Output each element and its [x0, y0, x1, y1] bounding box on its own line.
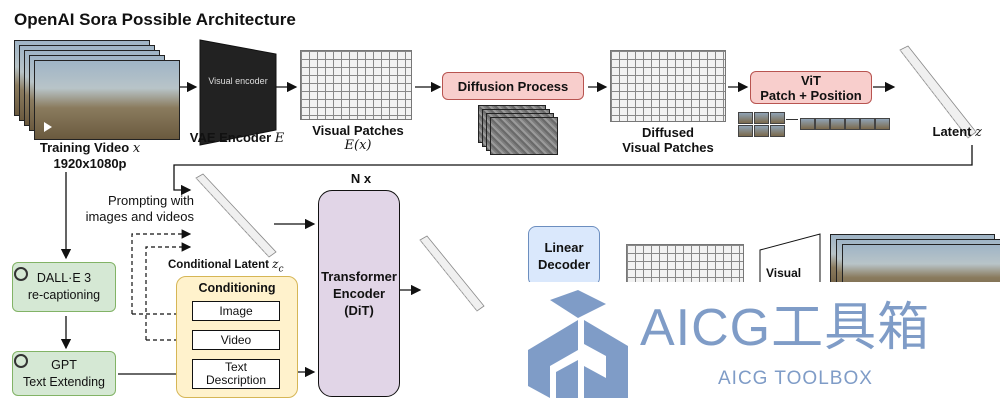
latent-label: Latent z	[932, 124, 982, 140]
training-video-stack	[14, 40, 180, 140]
vit-box: ViT Patch + Position	[750, 71, 872, 104]
training-video-label: Training Video x 1920x1080p	[39, 140, 141, 171]
page-title: OpenAI Sora Possible Architecture	[14, 10, 296, 29]
gpt-text-extending-box: GPT Text Extending	[12, 351, 116, 396]
play-icon	[44, 122, 52, 132]
vae-encoder-inner-label: Visual encoder	[208, 76, 268, 86]
n-x-label: N x	[350, 171, 372, 186]
noise-video-stack	[478, 105, 558, 155]
openai-icon	[14, 354, 28, 368]
latent-strip	[899, 45, 977, 139]
vit-patch-thumbnails	[738, 112, 898, 142]
dalle-recaptioning-box: DALL·E 3 re-captioning	[12, 262, 116, 312]
vae-encoder-label: VAE Encoder E	[189, 130, 285, 146]
diffused-patches-label: Diffused Visual Patches	[622, 125, 714, 155]
output-latent-strip	[419, 235, 485, 312]
dashed-video-prompt	[145, 242, 192, 340]
watermark-subtext: AICG TOOLBOX	[718, 368, 873, 389]
conditional-latent-strip	[195, 173, 277, 258]
linear-decoder-box: Linear Decoder	[528, 226, 600, 286]
visual-patches-label: Visual Patches E(x)	[312, 123, 404, 153]
diffusion-process-box: Diffusion Process	[442, 72, 584, 100]
conditioning-image: Image	[192, 301, 280, 321]
visual-decoder-label: Visual	[766, 266, 802, 280]
decoded-patches-cube	[626, 244, 744, 288]
openai-icon	[14, 267, 28, 281]
vae-encoder-shape	[199, 39, 277, 146]
watermark-text: AICG工具箱	[640, 299, 931, 357]
transformer-encoder-box: Transformer Encoder (DiT)	[318, 190, 400, 397]
arrow-latent-loop	[173, 145, 973, 196]
conditioning-text-description: Text Description	[192, 359, 280, 389]
diffused-patches-cube	[610, 50, 726, 122]
prompting-label: Prompting with images and videos	[85, 193, 194, 224]
conditional-latent-label: Conditional Latent zc	[168, 257, 284, 275]
visual-patches-cube	[300, 50, 412, 120]
conditioning-video: Video	[192, 330, 280, 350]
aicg-logo-icon	[528, 290, 628, 398]
conditioning-title: Conditioning	[198, 281, 276, 295]
dashed-image-prompt	[131, 229, 192, 314]
